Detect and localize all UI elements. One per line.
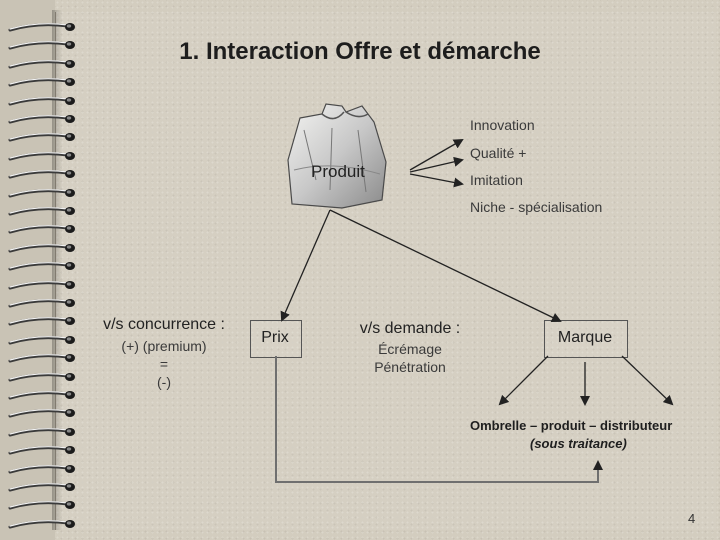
competition-low: (-) xyxy=(157,374,171,390)
competition-premium: (+) (premium) xyxy=(121,338,207,354)
binding-ring xyxy=(8,78,75,87)
binding-ring xyxy=(8,372,75,382)
competition-block: v/s concurrence : (+) (premium) = (-) xyxy=(94,316,234,390)
binding-ring xyxy=(8,464,75,474)
page-title: 1. Interaction Offre et démarche xyxy=(179,38,541,65)
demand-ecremage: Écrémage xyxy=(378,341,442,357)
binding-ring xyxy=(8,170,75,179)
arrow-prix-to-brand xyxy=(275,356,603,483)
binding-ring xyxy=(8,96,75,106)
binding-ring xyxy=(8,354,75,363)
binding-ring xyxy=(8,501,75,510)
prix-label: Prix xyxy=(261,329,289,346)
binding-ring xyxy=(8,188,75,198)
page-number: 4 xyxy=(688,511,696,526)
binding-ring xyxy=(8,427,75,437)
binding-ring xyxy=(8,483,75,492)
option-innovation: Innovation xyxy=(470,117,535,133)
binding-ring xyxy=(8,317,75,326)
binding-shadow xyxy=(52,10,62,530)
brand-types: Ombrelle – produit – distributeur xyxy=(470,418,673,433)
binding-ring xyxy=(8,280,75,290)
binding-ring xyxy=(8,207,75,216)
marque-label: Marque xyxy=(557,329,613,346)
binding-ring xyxy=(8,446,75,455)
arrow-to-qualite xyxy=(409,156,464,173)
option-imitation: Imitation xyxy=(470,172,523,188)
binding-ring xyxy=(8,225,75,234)
arrow-to-prix xyxy=(280,209,331,322)
shopping-bag-icon xyxy=(287,103,387,209)
binding-ring xyxy=(8,243,75,253)
arrow-to-distributeur xyxy=(621,355,674,406)
arrow-to-marque xyxy=(329,209,562,323)
binding-ring xyxy=(8,299,75,308)
prix-box xyxy=(250,320,302,358)
binding-ring xyxy=(8,151,75,161)
arrow-to-innovation xyxy=(409,139,464,171)
brand-note: (sous traitance) xyxy=(530,436,627,451)
demand-heading: v/s demande : xyxy=(359,320,461,337)
demand-penetration: Pénétration xyxy=(374,359,446,375)
binding-ring xyxy=(8,41,75,50)
binding-ring xyxy=(8,115,75,124)
binding-ring xyxy=(8,262,75,271)
option-niche: Niche - spécialisation xyxy=(470,199,603,215)
demand-block: v/s demande : Écrémage Pénétration xyxy=(340,320,480,375)
binding-ring xyxy=(8,335,75,345)
product-label: Produit xyxy=(311,162,365,181)
arrow-to-imitation xyxy=(409,173,464,188)
binding-ring xyxy=(8,409,75,418)
marque-box xyxy=(544,320,628,358)
binding-ring xyxy=(8,23,75,32)
competition-equal: = xyxy=(159,356,169,372)
arrow-to-ombrelle xyxy=(498,355,549,406)
binding-ring xyxy=(8,133,75,142)
binding-ring xyxy=(8,519,75,529)
binding-ring xyxy=(8,59,75,69)
binding-ring xyxy=(8,391,75,400)
paper-sheet xyxy=(55,12,716,530)
competition-heading: v/s concurrence : xyxy=(103,316,225,333)
option-qualite: Qualité + xyxy=(470,145,527,161)
